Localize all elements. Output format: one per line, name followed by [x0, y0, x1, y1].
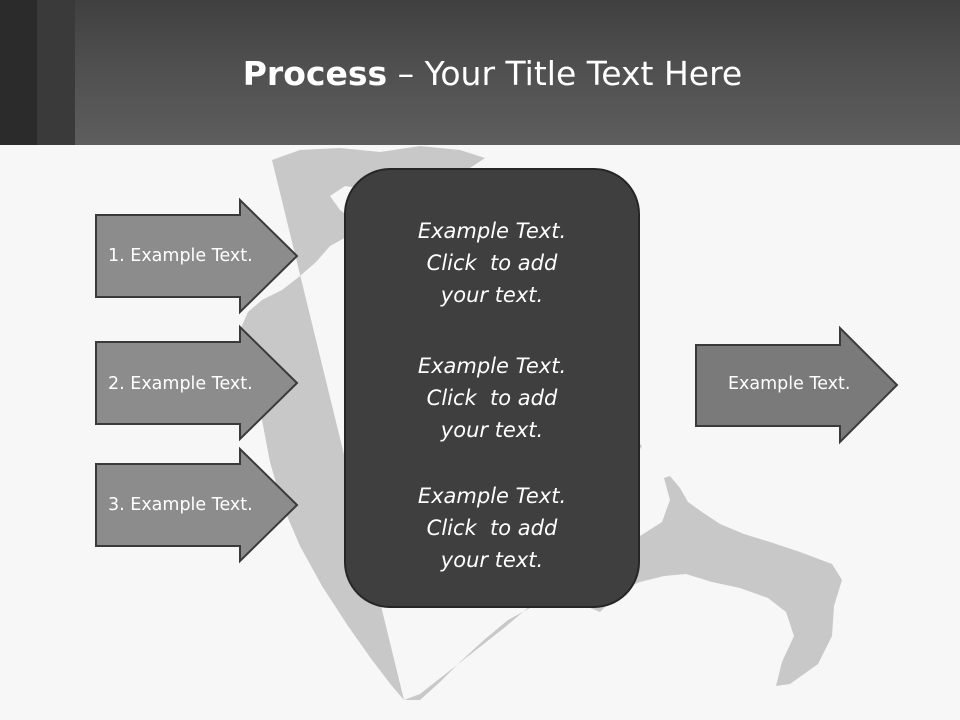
panel-text-line: Click to add [426, 251, 558, 275]
title-bar: Process – Your Title Text Here [0, 0, 960, 145]
process-panel[interactable]: Example Text. Click to add your text. Ex… [344, 168, 640, 608]
output-arrow-label: Example Text. [728, 374, 851, 394]
panel-text-line: Example Text. [417, 484, 567, 508]
panel-text-line: Example Text. [417, 219, 567, 243]
title-bold-text: Process [242, 54, 388, 93]
input-arrow-2-label: 2. Example Text. [108, 374, 253, 394]
panel-text-line: Click to add [426, 516, 558, 540]
panel-text-line: your text. [440, 548, 544, 572]
header-accent-strip [37, 0, 75, 145]
panel-text-line: Click to add [426, 386, 558, 410]
page-title[interactable]: Process – Your Title Text Here [0, 52, 960, 96]
panel-text-line: your text. [440, 418, 544, 442]
panel-text-line: Example Text. [417, 354, 567, 378]
panel-text-block: Example Text. Click to add your text. [346, 480, 638, 576]
title-regular-text: – Your Title Text Here [387, 54, 743, 93]
input-arrow-1-label: 1. Example Text. [108, 246, 253, 266]
panel-text-line: your text. [440, 283, 544, 307]
input-arrow-3-label: 3. Example Text. [108, 495, 253, 515]
panel-text-block: Example Text. Click to add your text. [346, 215, 638, 311]
panel-text-block: Example Text. Click to add your text. [346, 350, 638, 446]
header-accent-strip [0, 0, 37, 145]
